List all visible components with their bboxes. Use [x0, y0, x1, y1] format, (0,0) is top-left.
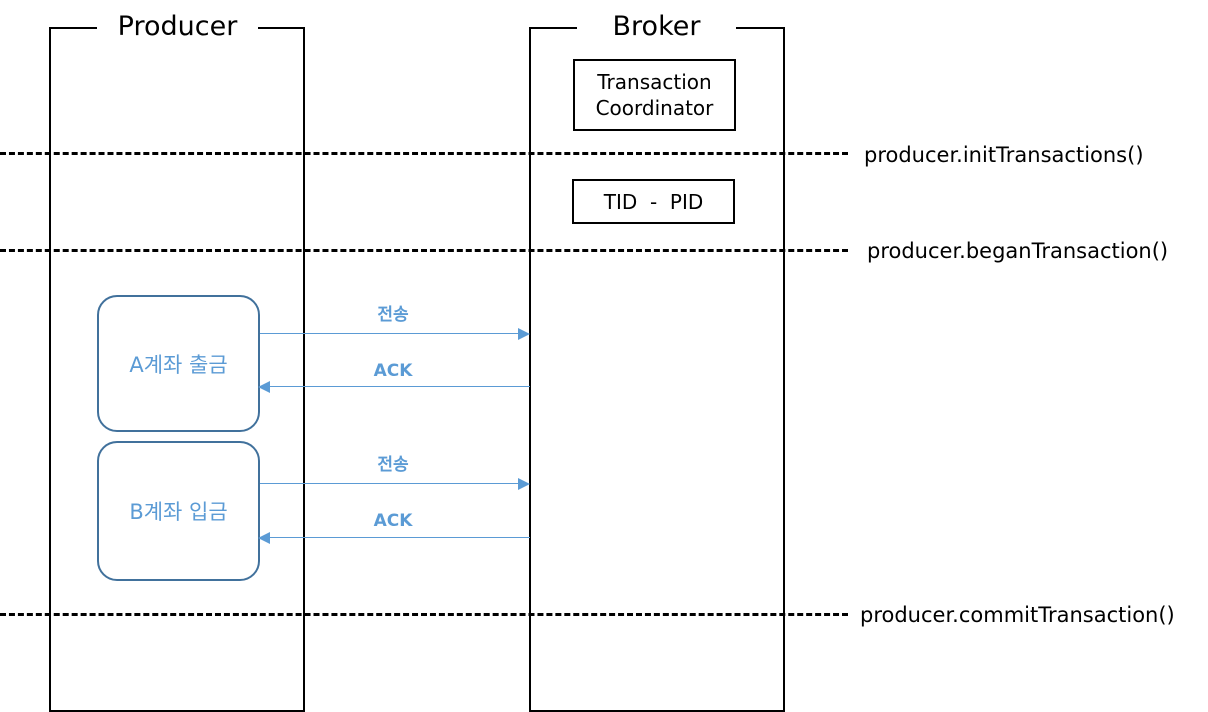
operation-a-box: A계좌 출금 [97, 295, 260, 432]
send-a-label: 전송 [377, 305, 409, 325]
ack-b-label: ACK [373, 511, 413, 531]
ack-a-arrowhead [258, 381, 270, 393]
producer-lane-top-right [258, 27, 305, 29]
broker-lane-top-right [736, 27, 785, 29]
transaction-coordinator-line2: Coordinator [595, 96, 714, 120]
broker-lane-title: Broker [577, 12, 736, 42]
send-a-arrowhead [518, 328, 530, 340]
operation-b-box: B계좌 입금 [97, 441, 260, 581]
tid-pid-box: TID - PID [572, 179, 735, 224]
ack-a-label: ACK [373, 361, 413, 381]
tid-pid-label: TID - PID [603, 189, 704, 214]
producer-lane-title: Producer [97, 12, 258, 42]
commit-transaction-call: producer.commitTransaction() [860, 603, 1175, 627]
begin-transaction-call: producer.beganTransaction() [867, 239, 1169, 263]
ack-b-arrowhead [258, 532, 270, 544]
commit-transaction-separator [0, 613, 848, 616]
producer-lane-top-left [49, 27, 97, 29]
transaction-coordinator-box: Transaction Coordinator [573, 59, 736, 131]
broker-lane [529, 27, 785, 712]
begin-transaction-separator [0, 249, 848, 252]
ack-a-arrow-line [268, 386, 530, 387]
producer-lane [49, 27, 305, 712]
operation-b-label: B계좌 입금 [129, 500, 228, 524]
init-transactions-separator [0, 152, 848, 155]
ack-b-arrow-line [268, 537, 530, 538]
send-b-arrow-line [260, 483, 520, 484]
transaction-coordinator-line1: Transaction [597, 70, 712, 94]
operation-a-label: A계좌 출금 [129, 352, 228, 377]
send-b-arrowhead [518, 478, 530, 490]
init-transactions-call: producer.initTransactions() [864, 143, 1144, 167]
send-b-label: 전송 [377, 455, 409, 475]
broker-lane-top-left [529, 27, 577, 29]
send-a-arrow-line [260, 333, 520, 334]
